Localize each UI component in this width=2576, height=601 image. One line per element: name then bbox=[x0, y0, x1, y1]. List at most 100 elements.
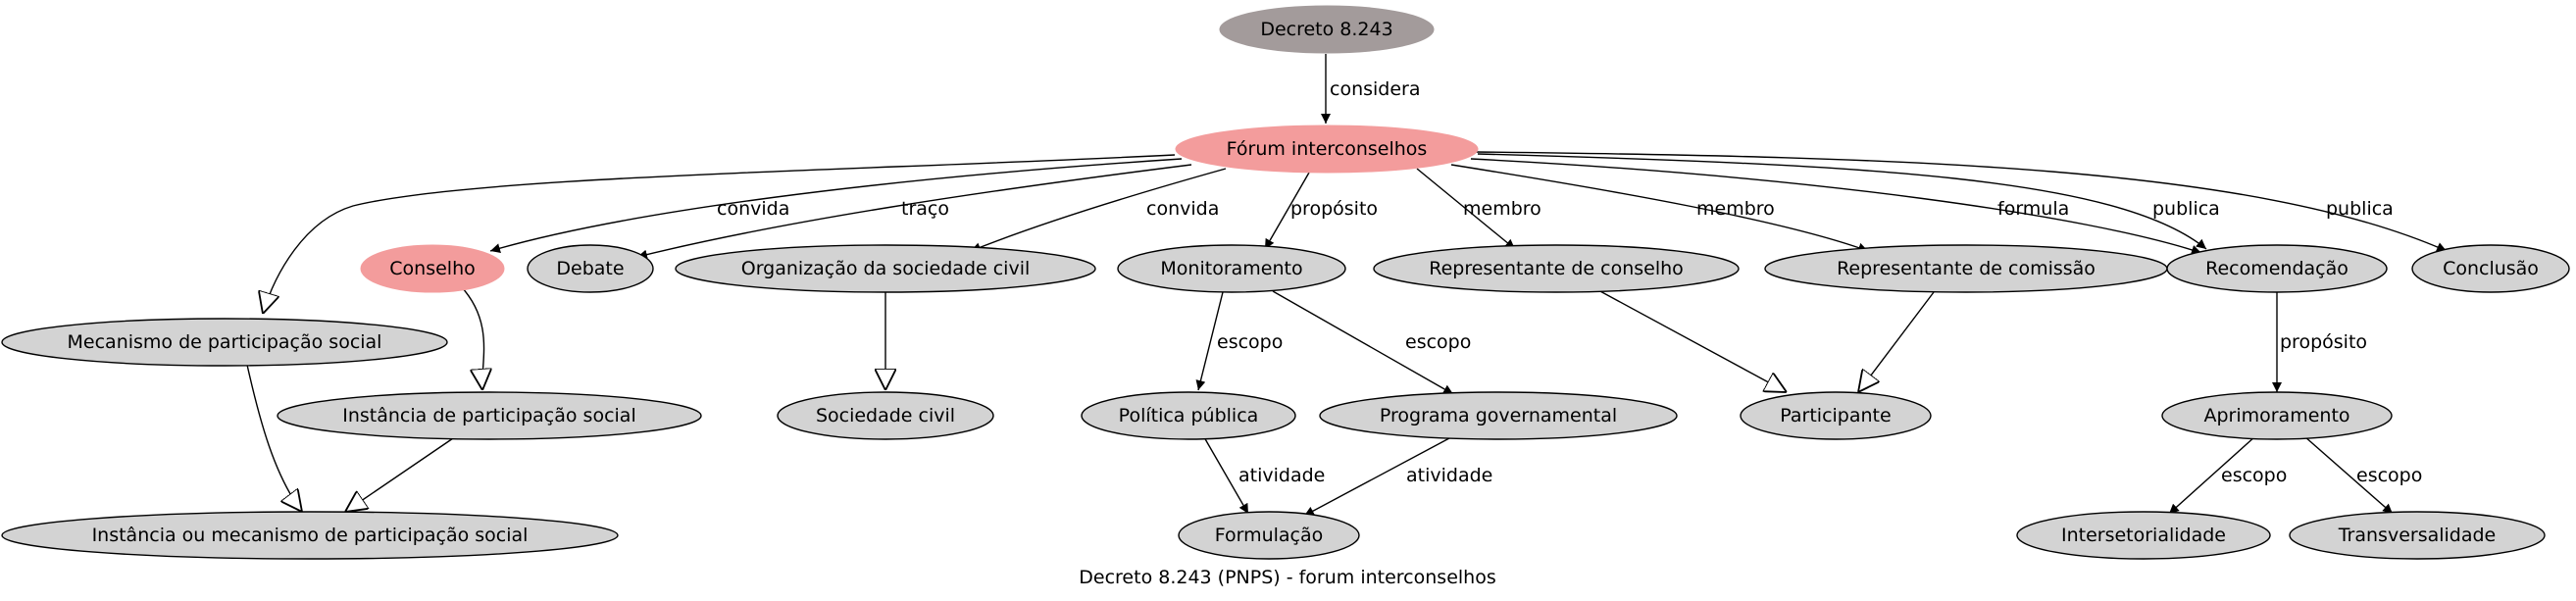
node-rep-conselho-label: Representante de conselho bbox=[1429, 258, 1684, 279]
node-transversalidade-label: Transversalidade bbox=[2338, 525, 2497, 546]
edge-label-convida-conselho: convida bbox=[717, 198, 789, 220]
edge-labels: considera convida traço convida propósit… bbox=[717, 78, 2422, 486]
edge-forum-monitoramento bbox=[1264, 172, 1310, 250]
node-instancia-shape bbox=[277, 391, 702, 440]
node-recomendacao: Recomendação bbox=[2166, 244, 2388, 293]
node-debate: Debate bbox=[527, 244, 654, 293]
edge-label-formula: formula bbox=[1997, 198, 2069, 220]
node-participante-shape bbox=[1740, 391, 1932, 440]
edge-forum-recomendacao-publica bbox=[1477, 153, 2207, 250]
edge-label-membro-conselho: membro bbox=[1463, 198, 1541, 220]
edge-forum-mecanismo bbox=[263, 154, 1176, 314]
edge-conselho-instancia bbox=[460, 285, 484, 390]
node-aprimoramento-label: Aprimoramento bbox=[2203, 405, 2349, 426]
node-monitoramento-shape bbox=[1117, 244, 1346, 293]
edge-politica-formulacao bbox=[1203, 436, 1249, 515]
node-recomendacao-label: Recomendação bbox=[2205, 258, 2349, 279]
edge-label-proposito-aprimoramento: propósito bbox=[2280, 331, 2367, 353]
node-conclusao: Conclusão bbox=[2411, 244, 2570, 293]
edges bbox=[246, 54, 2448, 517]
node-politica-shape bbox=[1081, 391, 1296, 440]
edge-forum-rep-comissao bbox=[1450, 164, 1869, 253]
node-org-sociedade-label: Organização da sociedade civil bbox=[741, 258, 1031, 279]
node-conselho-shape bbox=[360, 244, 505, 293]
node-formulacao-label: Formulação bbox=[1215, 525, 1324, 546]
node-conclusao-label: Conclusão bbox=[2443, 258, 2539, 279]
edge-label-escopo-intersetorialidade: escopo bbox=[2221, 465, 2287, 486]
edge-forum-recomendacao-formula bbox=[1470, 158, 2202, 255]
edge-rep-conselho-participante bbox=[1597, 289, 1787, 392]
edge-programa-formulacao bbox=[1303, 437, 1450, 517]
edge-forum-debate bbox=[636, 164, 1192, 260]
node-forum-shape bbox=[1175, 125, 1479, 174]
edge-forum-rep-conselho bbox=[1416, 168, 1516, 250]
node-intersetorialidade-shape bbox=[2016, 511, 2271, 560]
node-monitoramento: Monitoramento bbox=[1117, 244, 1346, 293]
node-transversalidade: Transversalidade bbox=[2289, 511, 2546, 560]
edge-monitoramento-programa bbox=[1272, 290, 1454, 395]
node-inst-mec-shape bbox=[1, 511, 619, 560]
edge-label-atividade-programa: atividade bbox=[1406, 465, 1492, 486]
node-participante-label: Participante bbox=[1780, 405, 1891, 426]
node-sociedade-civil: Sociedade civil bbox=[777, 391, 994, 440]
edge-forum-conselho bbox=[489, 158, 1183, 253]
node-mecanismo: Mecanismo de participação social bbox=[1, 318, 448, 367]
node-aprimoramento-shape bbox=[2161, 391, 2393, 440]
edge-instancia-instmec bbox=[345, 435, 457, 512]
edge-label-atividade-politica: atividade bbox=[1238, 465, 1325, 486]
edge-label-considera: considera bbox=[1330, 78, 1421, 100]
node-monitoramento-label: Monitoramento bbox=[1160, 258, 1302, 279]
edge-label-convida-org: convida bbox=[1146, 198, 1219, 220]
node-mecanismo-label: Mecanismo de participação social bbox=[68, 331, 382, 353]
node-programa-label: Programa governamental bbox=[1380, 405, 1617, 426]
edge-label-escopo-politica: escopo bbox=[1217, 331, 1283, 353]
node-rep-comissao-label: Representante de comissão bbox=[1837, 258, 2096, 279]
edge-label-proposito-monitoramento: propósito bbox=[1290, 198, 1378, 220]
edge-forum-conclusao bbox=[1475, 151, 2448, 252]
node-decreto: Decreto 8.243 bbox=[1219, 5, 1435, 54]
node-aprimoramento: Aprimoramento bbox=[2161, 391, 2393, 440]
node-decreto-label: Decreto 8.243 bbox=[1260, 19, 1392, 40]
edge-label-publica-recomendacao: publica bbox=[2152, 198, 2220, 220]
node-politica: Política pública bbox=[1081, 391, 1296, 440]
node-intersetorialidade-label: Intersetorialidade bbox=[2061, 525, 2226, 546]
node-sociedade-civil-label: Sociedade civil bbox=[816, 405, 955, 426]
node-debate-label: Debate bbox=[556, 258, 624, 279]
node-inst-mec-label: Instância ou mecanismo de participação s… bbox=[92, 525, 529, 546]
node-recomendacao-shape bbox=[2166, 244, 2388, 293]
node-decreto-shape bbox=[1219, 5, 1435, 54]
edge-rep-comissao-participante bbox=[1858, 291, 1935, 392]
node-sociedade-civil-shape bbox=[777, 391, 994, 440]
edge-mecanismo-instmec bbox=[246, 364, 302, 512]
node-programa: Programa governamental bbox=[1319, 391, 1678, 440]
edge-label-traco: traço bbox=[901, 198, 949, 220]
node-org-sociedade-shape bbox=[675, 244, 1096, 293]
node-rep-conselho: Representante de conselho bbox=[1373, 244, 1740, 293]
node-formulacao: Formulação bbox=[1178, 511, 1360, 560]
edge-label-escopo-transversalidade: escopo bbox=[2356, 465, 2422, 486]
node-programa-shape bbox=[1319, 391, 1678, 440]
nodes: Decreto 8.243 Fórum interconselhos Conse… bbox=[1, 5, 2570, 560]
edge-monitoramento-politica bbox=[1195, 291, 1224, 391]
edge-label-membro-comissao: membro bbox=[1696, 198, 1775, 220]
node-conselho: Conselho bbox=[360, 244, 505, 293]
node-org-sociedade: Organização da sociedade civil bbox=[675, 244, 1096, 293]
node-rep-comissao: Representante de comissão bbox=[1764, 244, 2168, 293]
edge-label-escopo-programa: escopo bbox=[1405, 331, 1471, 353]
node-forum: Fórum interconselhos bbox=[1175, 125, 1479, 174]
node-mecanismo-shape bbox=[1, 318, 448, 367]
edge-aprimoramento-intersetorialidade bbox=[2168, 435, 2256, 515]
node-participante: Participante bbox=[1740, 391, 1932, 440]
node-forum-label: Fórum interconselhos bbox=[1227, 138, 1428, 160]
edge-forum-org bbox=[970, 168, 1227, 252]
edge-aprimoramento-transversalidade bbox=[2303, 435, 2394, 515]
node-inst-mec: Instância ou mecanismo de participação s… bbox=[1, 511, 619, 560]
node-instancia: Instância de participação social bbox=[277, 391, 702, 440]
node-intersetorialidade: Intersetorialidade bbox=[2016, 511, 2271, 560]
node-politica-label: Política pública bbox=[1119, 405, 1259, 426]
diagram-caption: Decreto 8.243 (PNPS) - forum interconsel… bbox=[1079, 567, 1495, 588]
node-conselho-label: Conselho bbox=[389, 258, 475, 279]
node-transversalidade-shape bbox=[2289, 511, 2546, 560]
node-debate-shape bbox=[527, 244, 654, 293]
